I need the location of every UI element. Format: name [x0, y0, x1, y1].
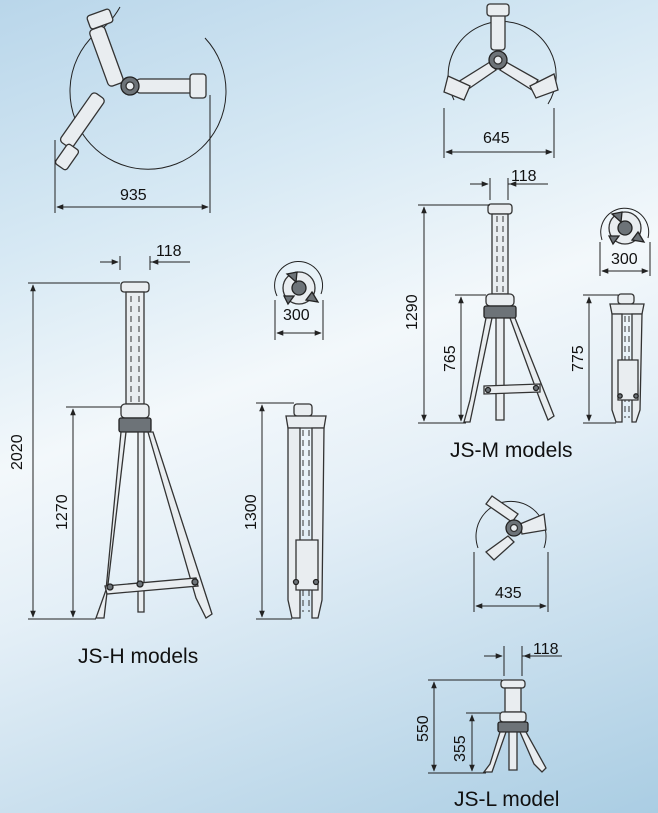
- jsh-top-legs: [54, 8, 207, 171]
- jsm-caption: JS-M models: [450, 439, 573, 462]
- jsm-folded-top-view: 300: [599, 207, 651, 276]
- jsh-folded-side-view: 1300: [243, 402, 327, 620]
- jsm-folded-side-view: 775: [570, 293, 645, 424]
- jsm-column-width-label: 118: [511, 168, 537, 185]
- jsh-total-height-label: 2020: [9, 434, 26, 470]
- jsh-folded-width-label: 300: [283, 307, 310, 324]
- jsh-folded-height-label: 1300: [243, 494, 260, 530]
- jsl-column-width-label: 118: [533, 641, 559, 658]
- jsm-folded-width-label: 300: [611, 251, 638, 268]
- jsh-top-view: 935: [54, 6, 227, 213]
- jsm-side-view: 118 1290 765: [404, 168, 555, 424]
- jsl-leg-height-label: 355: [452, 735, 469, 762]
- jsm-leg-height-label: 765: [442, 345, 459, 372]
- jsh-side-view: 118 2020 1270: [9, 243, 213, 620]
- jsl-top-width-label: 435: [495, 585, 522, 602]
- jsl-total-height-label: 550: [415, 715, 432, 742]
- jsh-folded-top-view: 300: [274, 260, 324, 340]
- jsm-total-height-label: 1290: [404, 294, 421, 330]
- jsh-leg-height-label: 1270: [54, 494, 71, 530]
- jsm-folded-height-label: 775: [570, 345, 587, 372]
- jsl-top-view: 435: [473, 495, 549, 612]
- jsl-caption: JS-L model: [454, 788, 559, 811]
- jsh-column-width-label: 118: [156, 243, 182, 260]
- jsh-caption: JS-H models: [78, 645, 198, 668]
- jsh-top-width-label: 935: [120, 187, 147, 204]
- jsm-top-view: 645: [443, 3, 559, 158]
- jsl-side-view: 118 550 355: [415, 641, 562, 774]
- jsm-top-width-label: 645: [483, 130, 510, 147]
